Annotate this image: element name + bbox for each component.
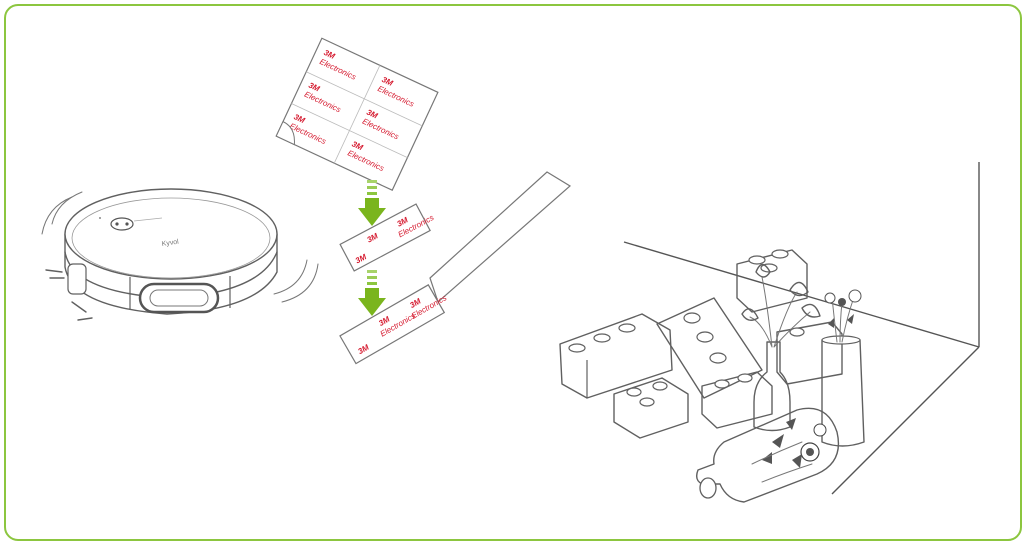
robot-vacuum-icon: Kyvol — [42, 189, 318, 320]
bottle-icon — [697, 408, 839, 502]
arrow-down-icon — [358, 180, 386, 226]
arrow-down-icon — [358, 270, 386, 316]
tape-sheet-icon: 3M Electronics 3M Electronics 3M Electro… — [276, 38, 438, 190]
scene: Kyvol 3M Electronics 3M Electronics 3M E… — [6, 6, 1022, 541]
illustration-panel: Kyvol 3M Electronics 3M Electronics 3M E… — [4, 4, 1022, 541]
tape-strip-middle: 3M Electronics 3M 3M — [340, 200, 438, 271]
flower-vase-icon — [742, 265, 864, 447]
